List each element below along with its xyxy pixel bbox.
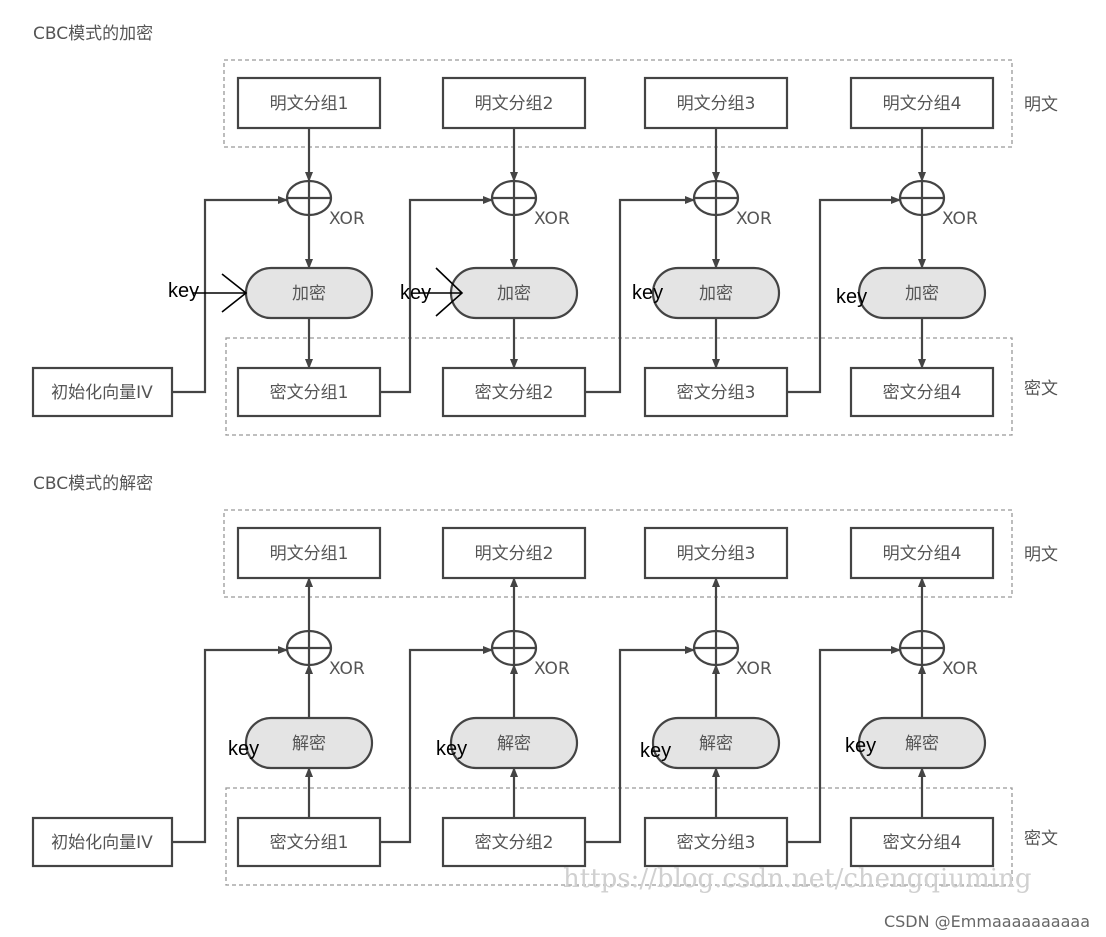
encryption-plain-block-label: 明文分组1 [270, 94, 349, 114]
encryption-op-label: 加密 [292, 284, 326, 304]
decryption-key-label: key [228, 738, 259, 760]
encryption-plaintext-label: 明文 [1024, 95, 1058, 115]
watermark: https://blog.csdn.net/chengqiuming [563, 864, 1031, 894]
decryption-cipher-block-label: 密文分组2 [475, 833, 554, 853]
decryption-key-label: key [845, 735, 876, 757]
encryption-cipher-block-label: 密文分组2 [475, 383, 554, 403]
decryption-op-label: 解密 [699, 734, 733, 754]
encryption-cipher-block-label: 密文分组1 [270, 383, 349, 403]
decryption-key-label: key [640, 740, 671, 762]
decryption-op-label: 解密 [292, 734, 326, 754]
chain-arrow [380, 646, 493, 844]
decryption-xor-label: XOR [942, 659, 978, 679]
decryption-plaintext-group [223, 509, 1013, 598]
decryption-plain-block [236, 526, 382, 580]
decryption-key-label: key [436, 738, 467, 760]
encryption-iv-label: 初始化向量IV [51, 383, 153, 403]
encryption-xor-label: XOR [329, 209, 365, 229]
encryption-plain-block-label: 明文分组4 [883, 94, 962, 114]
encryption-xor-label: XOR [942, 209, 978, 229]
decryption-title: CBC模式的解密 [33, 474, 153, 494]
encryption-xor-label: XOR [534, 209, 570, 229]
decryption-iv-label: 初始化向量IV [51, 833, 153, 853]
decryption-xor-label: XOR [534, 659, 570, 679]
encryption-op-label: 加密 [699, 284, 733, 304]
encryption-op-label: 加密 [905, 284, 939, 304]
encryption-cipher-block-label: 密文分组3 [677, 383, 756, 403]
encryption-ciphertext-label: 密文 [1024, 379, 1058, 399]
encryption-key-label: key [632, 282, 663, 304]
decryption-op-label: 解密 [905, 734, 939, 754]
encryption-plain-block-label: 明文分组3 [677, 94, 756, 114]
decryption-cipher-block-label: 密文分组3 [677, 833, 756, 853]
decryption-op-label: 解密 [497, 734, 531, 754]
encryption-plain-block [236, 76, 382, 130]
encryption-xor-label: XOR [736, 209, 772, 229]
decryption-cipher-block-label: 密文分组1 [270, 833, 349, 853]
decryption-plain-block-label: 明文分组1 [270, 544, 349, 564]
chain-arrow [585, 196, 695, 394]
chain-arrow [380, 196, 493, 394]
credit: CSDN @Emmaaaaaaaaaa [884, 912, 1090, 931]
chain-arrow [585, 646, 695, 844]
encryption-key-label: key [168, 280, 199, 302]
encryption-plain-block [643, 76, 789, 130]
encryption-op-label: 加密 [497, 284, 531, 304]
encryption-cipher-block [849, 366, 995, 418]
chain-arrow [172, 196, 288, 394]
encryption-cipher-block [643, 366, 789, 418]
decryption-ciphertext-label: 密文 [1024, 829, 1058, 849]
decryption-plain-block [643, 526, 789, 580]
decryption-plaintext-label: 明文 [1024, 545, 1058, 565]
decryption-xor-label: XOR [329, 659, 365, 679]
encryption-plain-block [849, 76, 995, 130]
key-arrow-icon [193, 273, 248, 313]
decryption-xor-label: XOR [736, 659, 772, 679]
decryption-plain-block-label: 明文分组2 [475, 544, 554, 564]
encryption-cipher-block-label: 密文分组4 [883, 383, 962, 403]
decryption-plain-block [441, 526, 587, 580]
encryption-key-label: key [400, 282, 431, 304]
chain-arrow [787, 196, 901, 394]
key-arrow-icon [420, 267, 464, 317]
decryption-plain-block-label: 明文分组3 [677, 544, 756, 564]
encryption-plain-block-label: 明文分组2 [475, 94, 554, 114]
encryption-title: CBC模式的加密 [33, 24, 153, 44]
encryption-plaintext-group [223, 59, 1013, 148]
decryption-cipher-block-label: 密文分组4 [883, 833, 962, 853]
decryption-plain-block [849, 526, 995, 580]
chain-arrow [787, 646, 901, 844]
encryption-cipher-block [236, 366, 382, 418]
decryption-plain-block-label: 明文分组4 [883, 544, 962, 564]
chain-arrow [172, 646, 288, 844]
decryption-iv-box [31, 816, 174, 868]
encryption-key-label: key [836, 286, 867, 308]
